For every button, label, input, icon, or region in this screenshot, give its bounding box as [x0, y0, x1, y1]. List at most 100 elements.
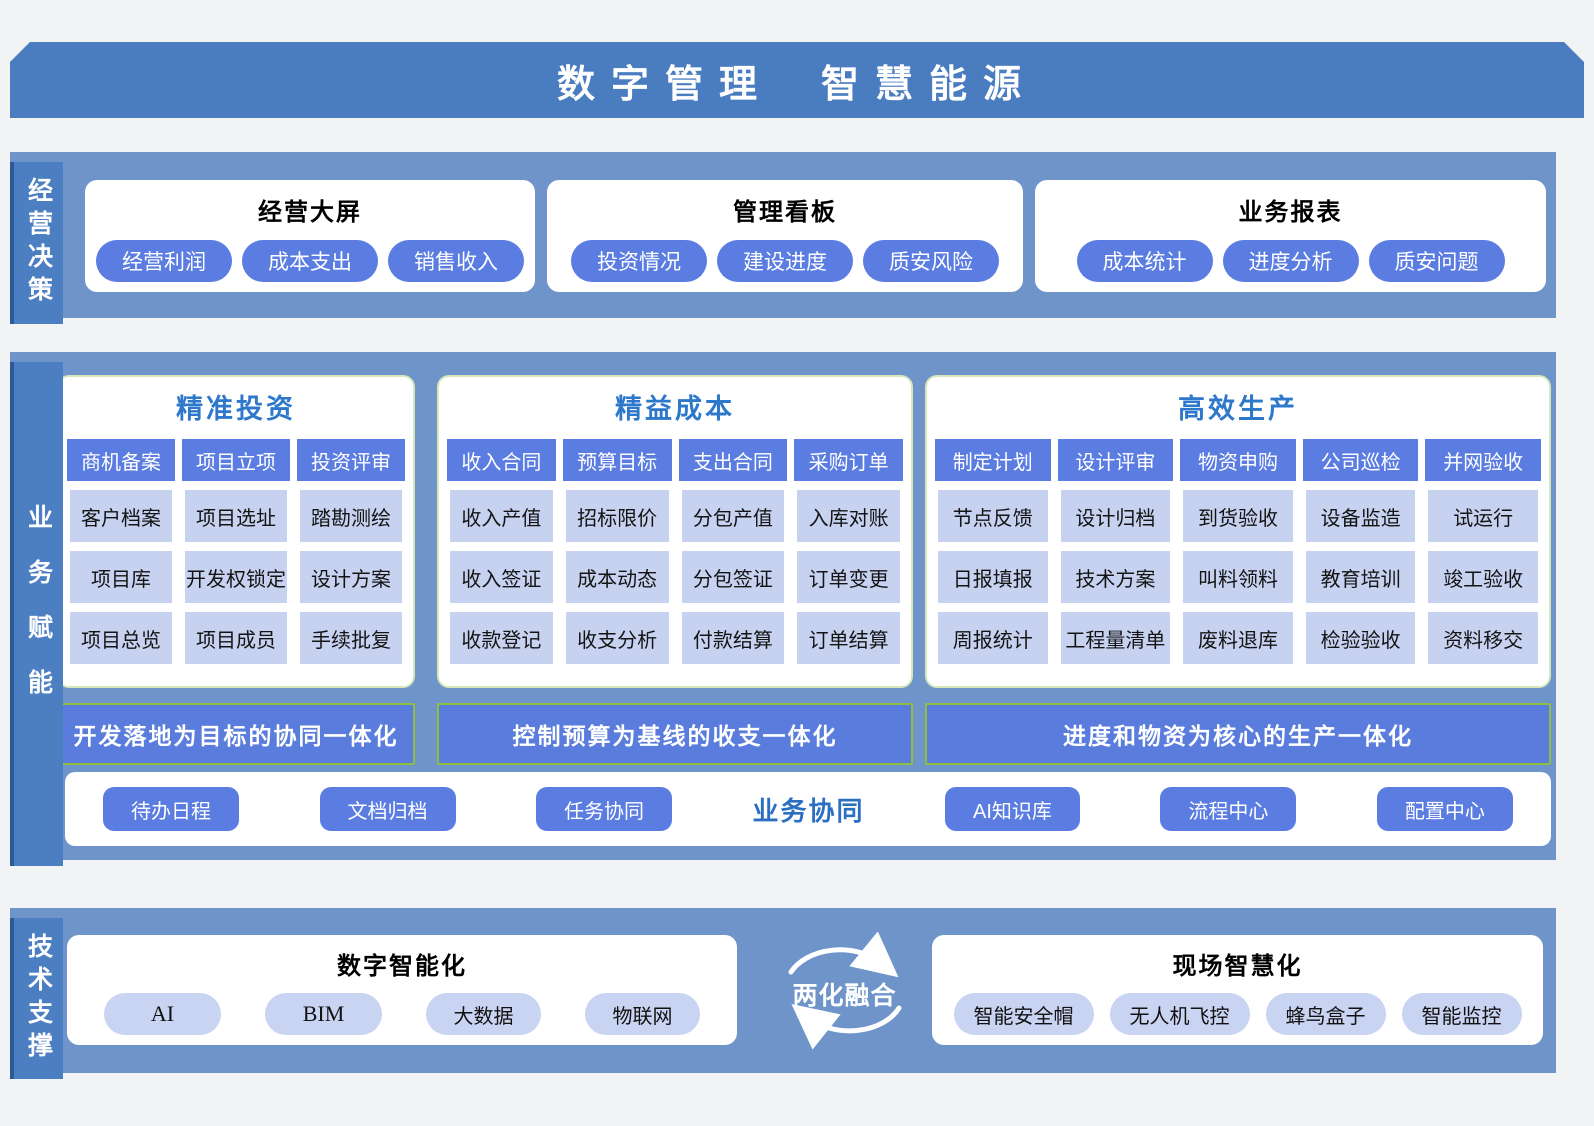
- collab-pill: 任务协同: [536, 787, 672, 831]
- decision-cards-row: 经营大屏 经营利润 成本支出 销售收入 管理看板 投资情况 建设进度 质安风险 …: [85, 180, 1546, 292]
- module-cell: 试运行: [1428, 490, 1538, 542]
- column-grid: 商机备案 项目立项 投资评审 客户档案 项目选址 踏勘测绘 项目库 开发权锁定 …: [67, 439, 405, 664]
- tech-pill: 物联网: [585, 993, 700, 1035]
- metric-pill: 销售收入: [388, 240, 524, 282]
- column-grid: 收入合同 预算目标 支出合同 采购订单 收入产值 招标限价 分包产值 入库对账 …: [447, 439, 903, 664]
- module-cell: 设备监造: [1305, 490, 1416, 542]
- pill-row: 经营利润 成本支出 销售收入: [85, 240, 535, 282]
- metric-pill: 质安风险: [863, 240, 999, 282]
- tech-pill: BIM: [265, 993, 382, 1035]
- module-cell: 节点反馈: [938, 490, 1048, 542]
- card-title: 管理看板: [733, 199, 837, 226]
- card-business-report: 业务报表 成本统计 进度分析 质安问题: [1035, 180, 1546, 292]
- collaboration-bar: 待办日程 文档归档 任务协同 业务协同 AI知识库 流程中心 配置中心: [65, 772, 1551, 846]
- column-title: 精益成本: [615, 394, 735, 424]
- tech-pill: AI: [104, 993, 221, 1035]
- module-cell: 订单结算: [797, 612, 900, 664]
- module-cell: 废料退库: [1183, 612, 1293, 664]
- collab-pill: 文档归档: [319, 787, 456, 831]
- stage-header-cell: 商机备案: [67, 439, 175, 481]
- module-cell: 设计方案: [300, 551, 402, 603]
- card-digital-intelligence: 数字智能化 AI BIM 大数据 物联网: [67, 935, 737, 1045]
- section-tech: 技术支撑 数字智能化 AI BIM 大数据 物联网 两化融合: [10, 908, 1556, 1079]
- metric-pill: 成本支出: [242, 240, 378, 282]
- module-cell: 分包产值: [681, 490, 785, 542]
- column-title: 高效生产: [1178, 394, 1298, 424]
- card-management-board: 管理看板 投资情况 建设进度 质安风险: [547, 180, 1023, 292]
- module-cell: 收入产值: [450, 490, 553, 542]
- banner: 数字管理 智慧能源: [10, 42, 1584, 118]
- module-cell: 到货验收: [1183, 490, 1293, 542]
- module-cell: 成本动态: [565, 551, 669, 603]
- column-investment: 精准投资 商机备案 项目立项 投资评审 客户档案 项目选址 踏勘测绘 项目库 开…: [57, 375, 415, 688]
- pill-row: 智能安全帽 无人机飞控 蜂鸟盒子 智能监控: [932, 993, 1543, 1035]
- module-cell: 设计归档: [1060, 490, 1171, 542]
- section-decision: 经营决策 经营大屏 经营利润 成本支出 销售收入 管理看板 投资情况 建设进度 …: [10, 152, 1556, 324]
- tech-pill: 智能监控: [1401, 993, 1522, 1035]
- module-cell: 分包签证: [681, 551, 785, 603]
- section-label-decision-text: 经营决策: [24, 177, 53, 309]
- section-label-tech-text: 技术支撑: [24, 932, 53, 1065]
- module-cell: 开发权锁定: [185, 551, 287, 603]
- banner-title-left: 数字管理: [556, 63, 773, 106]
- column-grid: 制定计划 设计评审 物资申购 公司巡检 并网验收 节点反馈 设计归档 到货验收 …: [935, 439, 1541, 664]
- metric-pill: 投资情况: [571, 240, 707, 282]
- stage-header-cell: 支出合同: [678, 439, 788, 481]
- fusion-arrows-icon: [788, 932, 902, 1050]
- pill-row: 投资情况 建设进度 质安风险: [547, 240, 1023, 282]
- module-cell: 入库对账: [797, 490, 900, 542]
- section-label-business-text: 业务赋能: [24, 504, 53, 724]
- module-cell: 客户档案: [70, 490, 172, 542]
- module-cell: 项目总览: [70, 612, 172, 664]
- stage-header-cell: 并网验收: [1425, 439, 1541, 481]
- stage-header-cell: 采购订单: [794, 439, 903, 481]
- column-cost: 精益成本 收入合同 预算目标 支出合同 采购订单 收入产值 招标限价 分包产值 …: [437, 375, 913, 688]
- module-cell: 工程量清单: [1060, 612, 1171, 664]
- module-cell: 收款登记: [450, 612, 553, 664]
- collab-title: 业务协同: [752, 795, 865, 826]
- integration-strip-investment: 开发落地为目标的协同一体化: [57, 703, 415, 765]
- metric-pill: 建设进度: [717, 240, 853, 282]
- card-title: 业务报表: [1238, 199, 1343, 226]
- tech-pill: 蜂鸟盒子: [1265, 993, 1386, 1035]
- stage-header-cell: 收入合同: [447, 439, 556, 481]
- module-cell: 收入签证: [450, 551, 553, 603]
- module-cell: 招标限价: [565, 490, 669, 542]
- module-cell: 日报填报: [938, 551, 1048, 603]
- module-cell: 付款结算: [681, 612, 785, 664]
- module-cell: 叫料领料: [1183, 551, 1293, 603]
- stage-header-cell: 物资申购: [1180, 439, 1296, 481]
- module-cell: 项目成员: [185, 612, 287, 664]
- collab-pill: AI知识库: [945, 787, 1080, 831]
- card-site-intelligence: 现场智慧化 智能安全帽 无人机飞控 蜂鸟盒子 智能监控: [932, 935, 1543, 1045]
- integration-strip-production: 进度和物资为核心的生产一体化: [925, 703, 1551, 765]
- metric-pill: 经营利润: [96, 240, 232, 282]
- stage-header-cell: 项目立项: [182, 439, 290, 481]
- collab-pill: 流程中心: [1160, 787, 1297, 831]
- module-cell: 踏勘测绘: [300, 490, 402, 542]
- module-cell: 收支分析: [565, 612, 669, 664]
- module-cell: 技术方案: [1060, 551, 1171, 603]
- stage-header-cell: 制定计划: [935, 439, 1051, 481]
- tech-pill: 无人机飞控: [1109, 993, 1250, 1035]
- metric-pill: 成本统计: [1076, 240, 1213, 282]
- column-title: 精准投资: [176, 394, 296, 424]
- fusion-group: 两化融合: [757, 930, 932, 1052]
- section-label-tech: 技术支撑: [10, 918, 63, 1079]
- module-cell: 手续批复: [300, 612, 402, 664]
- module-cell: 教育培训: [1305, 551, 1416, 603]
- pill-row: 成本统计 进度分析 质安问题: [1035, 240, 1546, 282]
- metric-pill: 质安问题: [1368, 240, 1505, 282]
- card-title: 经营大屏: [258, 199, 362, 226]
- module-cell: 资料移交: [1428, 612, 1538, 664]
- integration-strip-cost: 控制预算为基线的收支一体化: [437, 703, 913, 765]
- card-business-screen: 经营大屏 经营利润 成本支出 销售收入: [85, 180, 535, 292]
- module-cell: 竣工验收: [1428, 551, 1538, 603]
- section-label-decision: 经营决策: [10, 162, 63, 324]
- metric-pill: 进度分析: [1222, 240, 1359, 282]
- stage-header-cell: 公司巡检: [1302, 439, 1419, 481]
- section-label-business: 业务赋能: [10, 362, 63, 866]
- stage-header-cell: 设计评审: [1057, 439, 1174, 481]
- tech-pill: 大数据: [426, 993, 541, 1035]
